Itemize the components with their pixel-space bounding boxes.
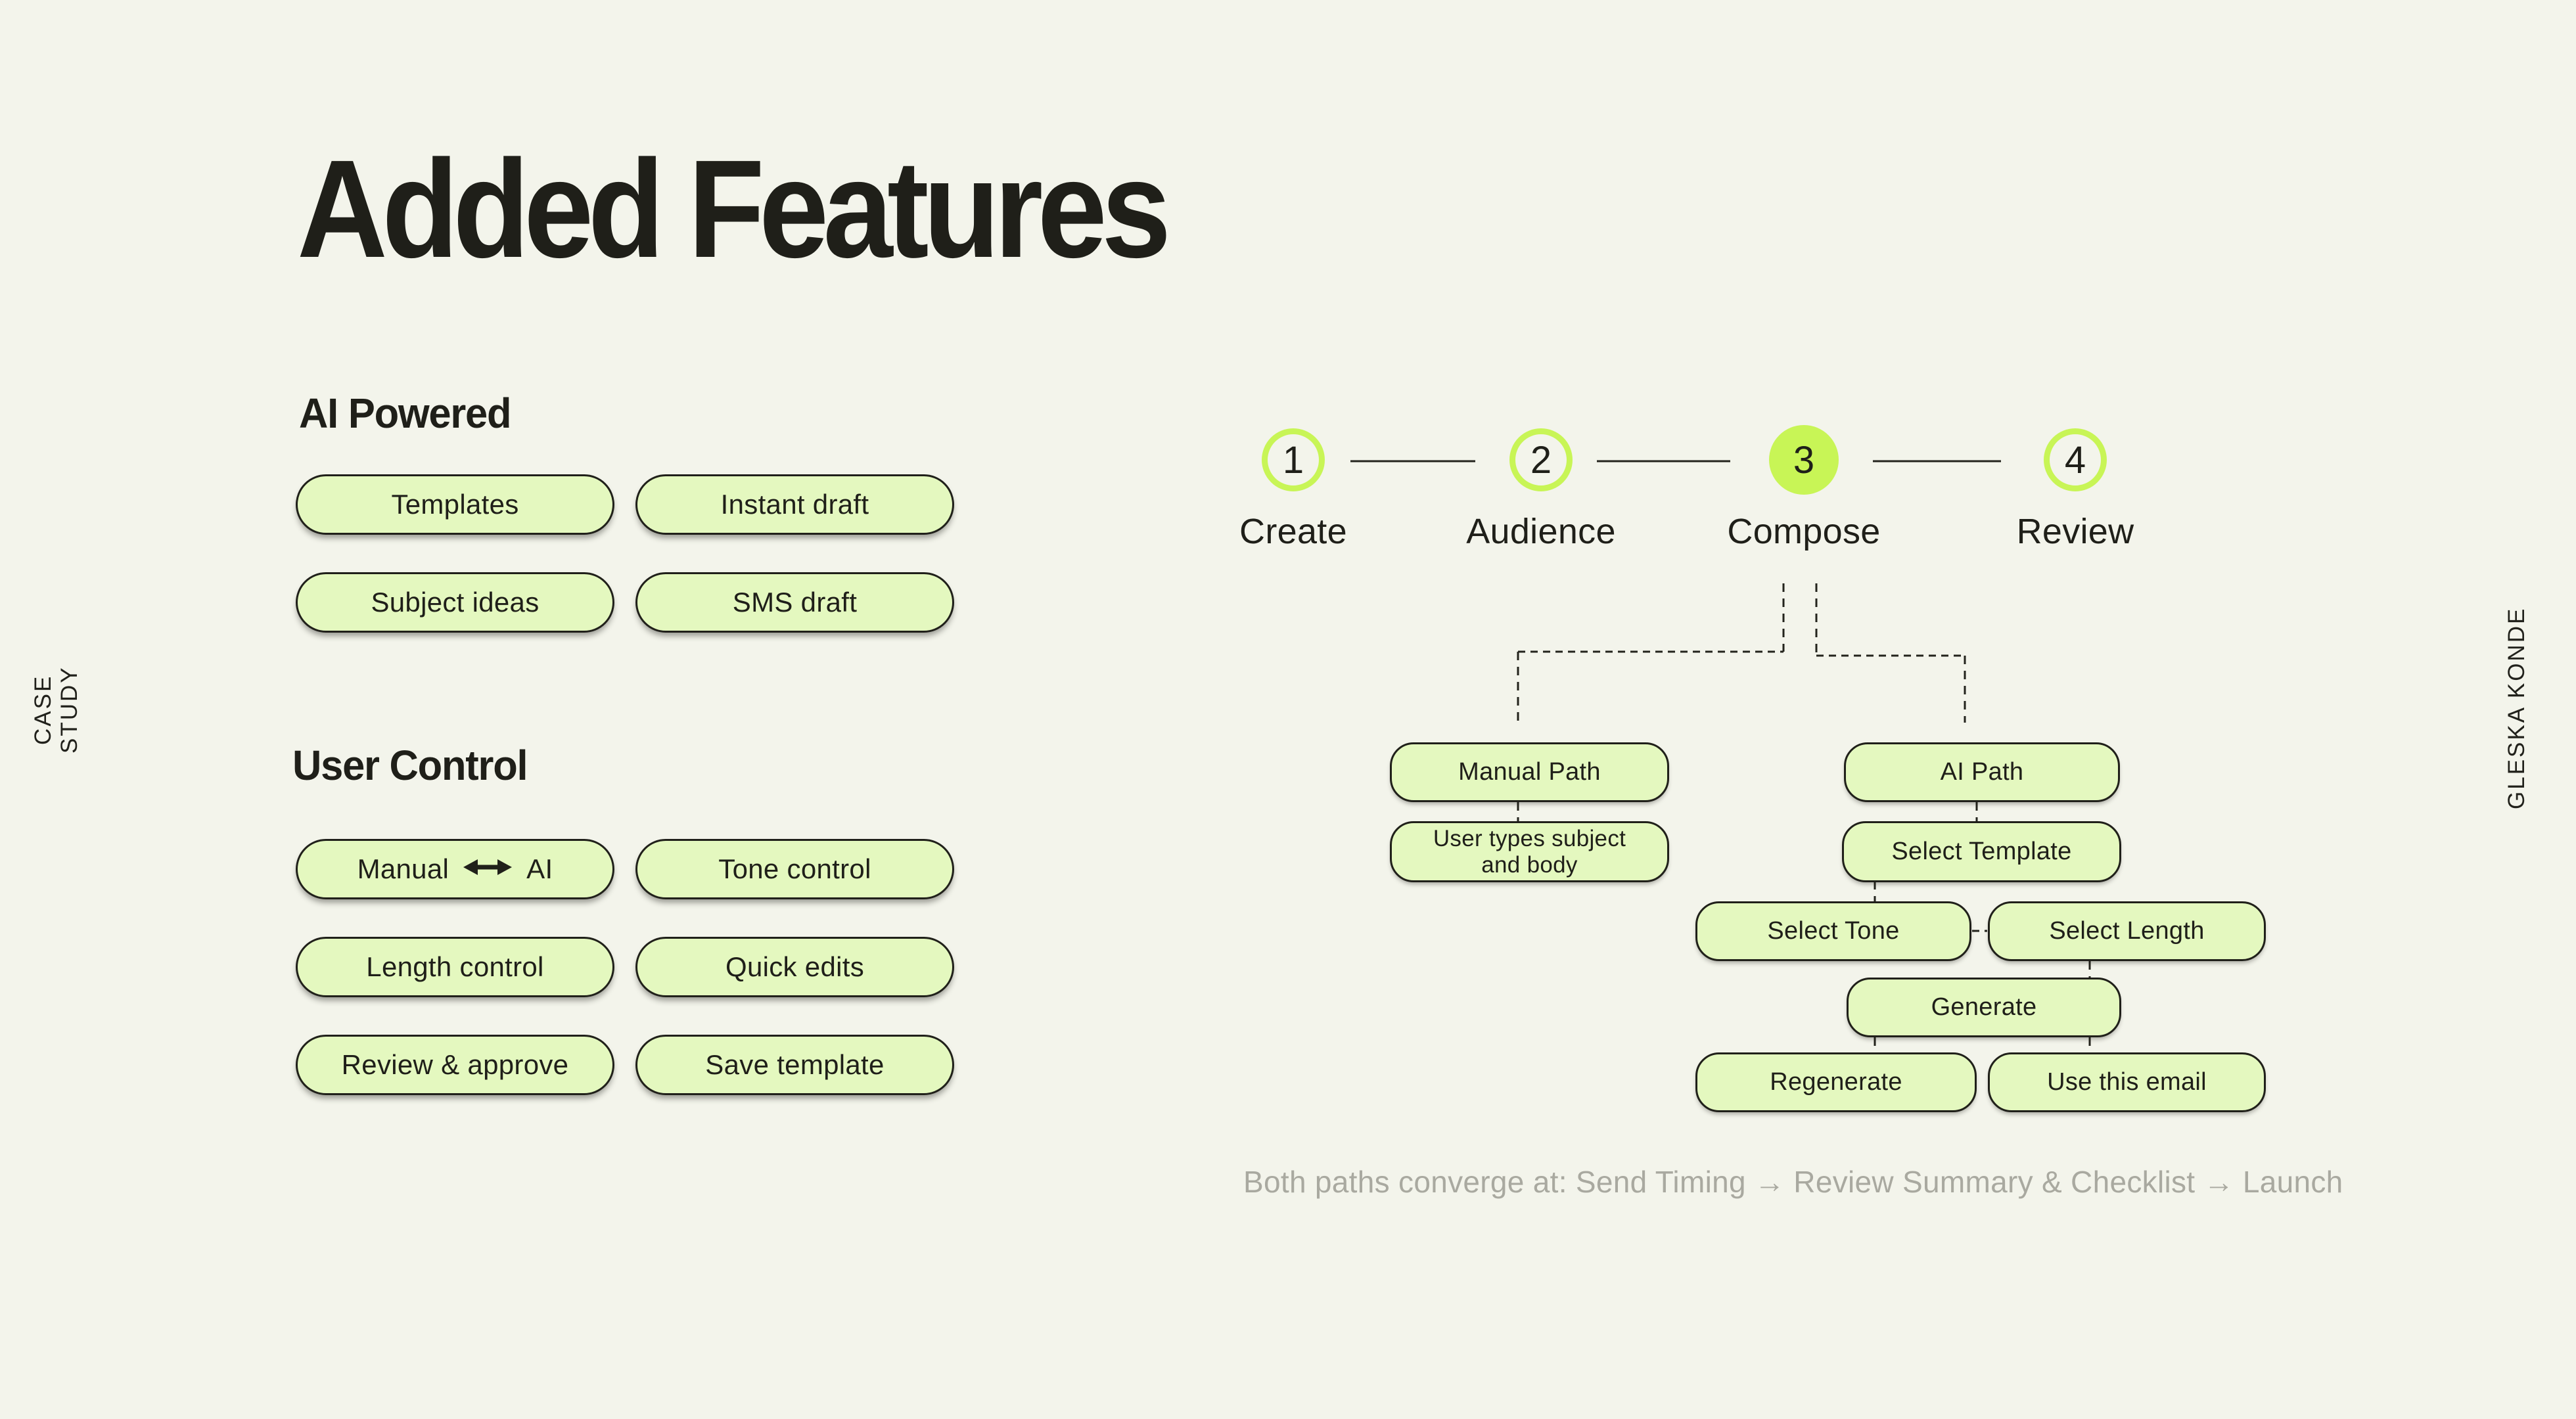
pill-subject-ideas: Subject ideas [296, 572, 614, 633]
section-heading-ai-powered: AI Powered [299, 390, 512, 437]
step-4-circle: 4 [2044, 428, 2107, 491]
step-audience: 2 Audience [1436, 426, 1646, 552]
left-right-arrow-icon [463, 853, 513, 885]
manual-label: Manual [357, 853, 449, 884]
step-create: 1 Create [1188, 426, 1398, 552]
step-3-circle-active: 3 [1769, 425, 1839, 495]
pill-manual-ai-toggle: Manual AI [296, 839, 614, 899]
flow-node-regenerate: Regenerate [1695, 1052, 1977, 1112]
flow-node-use-this-email: Use this email [1988, 1052, 2266, 1112]
converge-caption: Both paths converge at: Send Timing → Re… [1243, 1165, 2343, 1199]
step-2-label: Audience [1466, 512, 1616, 551]
page-title: Added Features [297, 131, 1171, 286]
pill-tone-control: Tone control [635, 839, 954, 899]
author-vertical-label: GLESKA KONDE [2504, 606, 2529, 809]
flow-node-select-length: Select Length [1988, 901, 2266, 961]
user-control-pill-grid: Manual AI Tone control Length control Qu… [296, 839, 954, 1095]
pill-instant-draft: Instant draft [635, 474, 954, 535]
step-3-label: Compose [1727, 512, 1881, 551]
pill-length-control: Length control [296, 937, 614, 997]
step-4-label: Review [2016, 512, 2134, 551]
user-types-text: User types subject and body [1433, 826, 1626, 878]
step-1-label: Create [1239, 512, 1347, 551]
step-compose-active: 3 Compose [1699, 425, 1909, 552]
ai-label: AI [526, 853, 553, 884]
flow-node-manual-path: Manual Path [1390, 742, 1669, 802]
case-study-vertical-label: CASE STUDY [30, 665, 82, 754]
flow-node-ai-path: AI Path [1844, 742, 2120, 802]
step-2-circle: 2 [1509, 428, 1573, 491]
pill-templates: Templates [296, 474, 614, 535]
step-1-circle: 1 [1262, 428, 1325, 491]
pill-save-template: Save template [635, 1035, 954, 1095]
flow-node-select-tone: Select Tone [1695, 901, 1971, 961]
pill-review-approve: Review & approve [296, 1035, 614, 1095]
flow-node-select-template: Select Template [1842, 821, 2121, 882]
pill-sms-draft: SMS draft [635, 572, 954, 633]
section-heading-user-control: User Control [292, 742, 528, 789]
step-review: 4 Review [1970, 426, 2180, 552]
flow-node-generate: Generate [1847, 978, 2121, 1037]
flow-node-user-types-subject-body: User types subject and body [1390, 821, 1669, 882]
ai-powered-pill-grid: Templates Instant draft Subject ideas SM… [296, 474, 954, 633]
pill-quick-edits: Quick edits [635, 937, 954, 997]
